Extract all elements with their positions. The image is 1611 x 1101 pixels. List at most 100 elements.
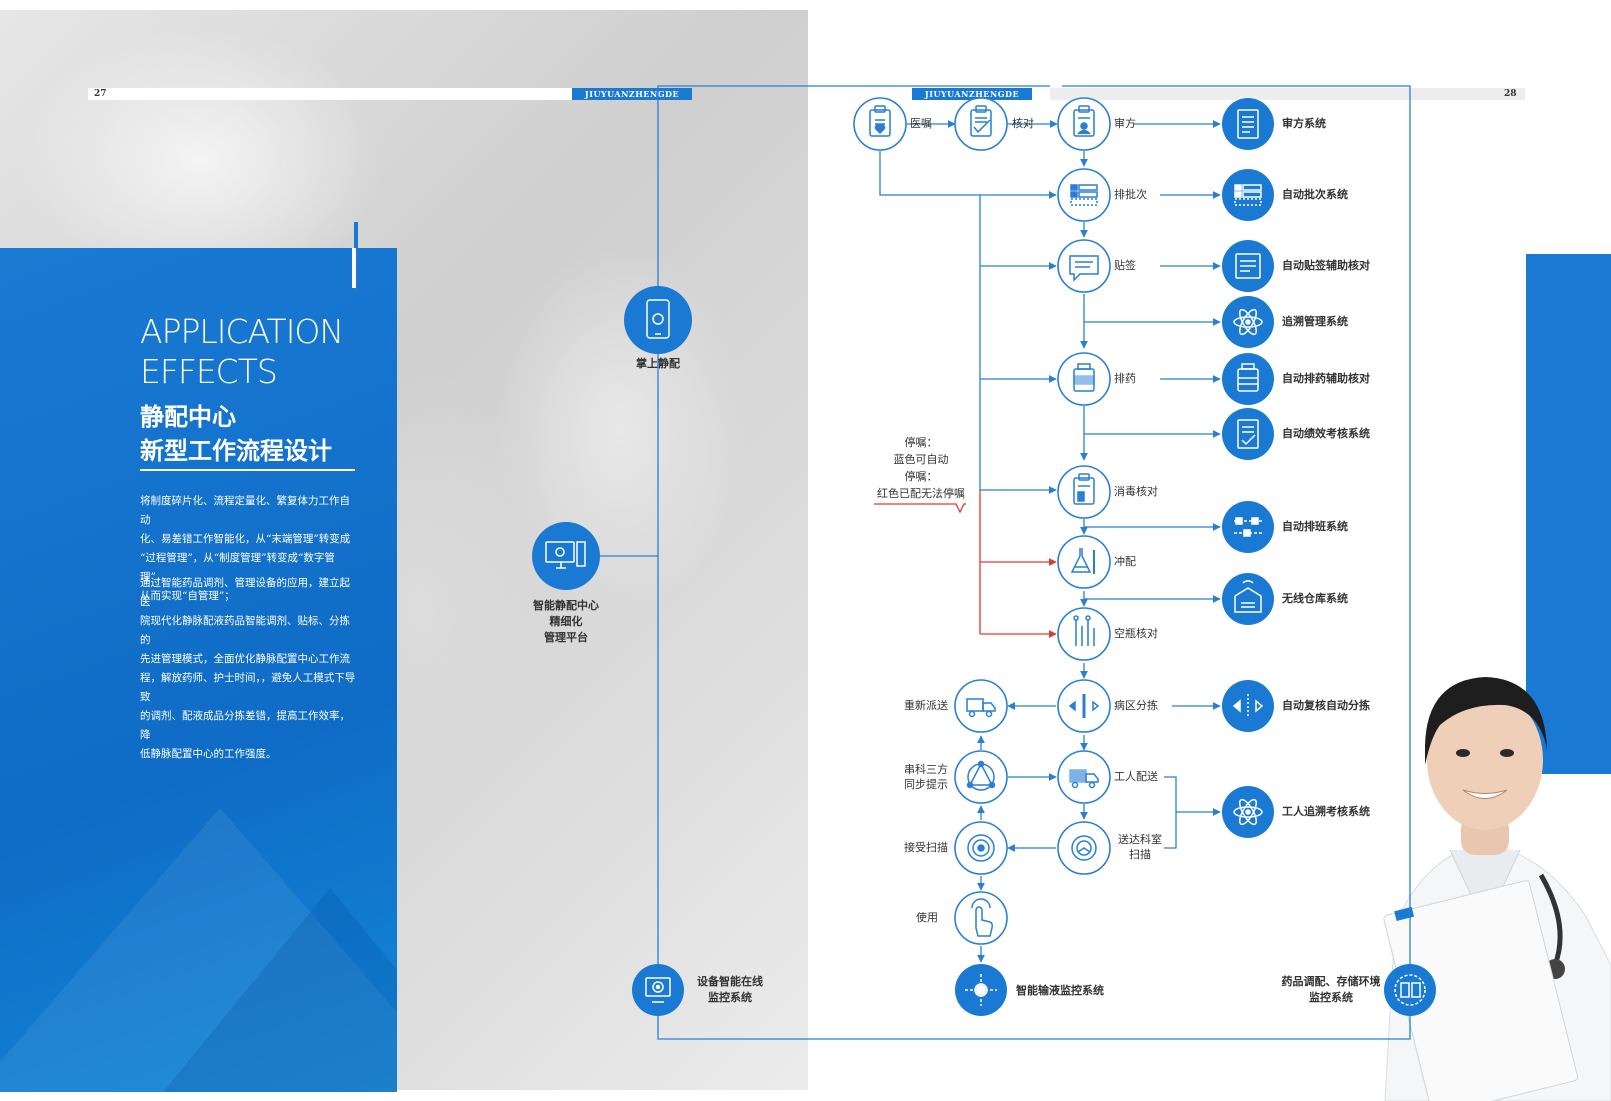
text-line: 先进管理模式，全面优化静脉配置中心工作流 (140, 653, 350, 665)
label-xiaodu: 消毒核对 (1114, 485, 1158, 498)
text-line: 设备智能在线 (697, 975, 763, 988)
decor-triangle (150, 888, 397, 1092)
node-tieqian (1057, 239, 1111, 293)
atom-icon (1233, 308, 1263, 336)
sys-node-paiban (1222, 501, 1274, 553)
text-line: 送达科室 (1118, 833, 1162, 846)
empty-vials-icon (1073, 615, 1095, 646)
clipboard-bottle-icon (1073, 473, 1095, 505)
label-chongpei: 冲配 (1114, 555, 1136, 568)
label-sys-rengong: 工人追溯考核系统 (1282, 805, 1370, 818)
header-tab-right: JIUYUANZHENGDE (912, 88, 1032, 100)
page-number-right: 28 (1504, 89, 1517, 99)
text-line: “过程管理”，从“制度管理”转变成“数字管理”， (140, 552, 335, 583)
node-shiyong (954, 891, 1008, 945)
header-tab-left: JIUYUANZHENGDE (572, 88, 692, 100)
label-mobile: 掌上静配 (636, 357, 680, 370)
monitor-node-environment (1384, 964, 1436, 1016)
redeliver-truck-icon (966, 698, 996, 718)
text-line: 院现代化静脉配液药品智能调剂、贴标、分拣的 (140, 615, 350, 646)
accent-bar-inner (352, 248, 356, 288)
label-chuanke: 串科三方 同步提示 (904, 762, 948, 792)
header-bar-left (88, 88, 588, 100)
label-jieshou: 接受扫描 (904, 841, 948, 854)
label-yizhu: 医嘱 (910, 117, 932, 130)
title-cn-line2: 新型工作流程设计 (140, 437, 332, 465)
text-line: 管理平台 (544, 631, 588, 644)
label-sys-cangku: 无线仓库系统 (1282, 592, 1348, 605)
text-line: 停嘱： (904, 436, 938, 449)
text-line: 通过智能药品调剂、管理设备的应用，建立起医 (140, 577, 350, 608)
text-line: 同步提示 (904, 778, 948, 791)
intro-paragraph-1: 将制度碎片化、流程定量化、繁复体力工作自动 化、易差错工作智能化，从“末端管理”… (140, 492, 358, 606)
document-list-icon (1237, 109, 1259, 139)
label-sys-tieqian: 自动贴签辅助核对 (1282, 259, 1370, 272)
label-rengong-peisong: 工人配送 (1114, 770, 1158, 783)
label-device-monitor: 设备智能在线 监控系统 (690, 974, 770, 1006)
intro-panel (0, 248, 397, 1092)
system-icons (545, 109, 1426, 1006)
text-line: 化、易差错工作智能化，从“末端管理”转变成 (140, 533, 351, 545)
label-sys-paiban: 自动排班系统 (1282, 520, 1348, 533)
environment-target-icon (1394, 974, 1426, 1006)
label-sys-fuhe: 自动复核自动分拣 (1282, 699, 1370, 712)
document-check-icon (1237, 419, 1259, 449)
label-shiyong: 使用 (916, 911, 938, 924)
accent-bar (354, 222, 358, 290)
text-line: 停嘱： (904, 470, 938, 483)
batch-list-icon (1234, 184, 1262, 206)
text-line: 程，解放药师、护士时间，，避免人工模式下导致 (140, 672, 356, 703)
header-bar-right (1050, 88, 1525, 100)
text-line: 智能静配中心 (533, 599, 599, 612)
text-line: 低静脉配置中心的工作强度。 (140, 748, 277, 760)
vial-arrows-icon (1068, 694, 1100, 718)
stop-order-note: 停嘱： 蓝色可自动 停嘱： 红色已配无法停嘱 (866, 434, 976, 502)
doctor-photo (1345, 665, 1611, 1101)
label-hedui: 核对 (1012, 117, 1034, 130)
triangle-sync-icon (966, 760, 996, 791)
node-kongping (1057, 607, 1111, 661)
step-nodes (853, 97, 1111, 945)
title-en: APPLICATION EFFECTS (140, 312, 344, 392)
touch-hand-icon (971, 898, 993, 937)
node-chuanke (954, 750, 1008, 804)
schedule-nodes-icon (1234, 517, 1262, 537)
label-infusion-monitor: 智能输液监控系统 (1016, 984, 1104, 997)
infusion-target-icon (965, 974, 997, 1006)
warehouse-wifi-icon (1234, 580, 1262, 613)
frame-line (657, 85, 1411, 1040)
scan-target-icon (1071, 835, 1097, 861)
label-paiyao: 排药 (1114, 372, 1136, 385)
monitor-icon (545, 541, 586, 569)
atom-icon (1233, 798, 1263, 826)
delivery-truck-icon (1069, 769, 1099, 789)
node-chongxin (954, 679, 1008, 733)
text-line: 蓝色可自动 (893, 453, 949, 466)
text-line: 扫描 (1129, 848, 1151, 861)
title-underline (140, 469, 355, 471)
smartphone-icon (646, 299, 670, 339)
label-songda: 送达科室 扫描 (1114, 832, 1166, 862)
system-nodes (532, 98, 1436, 1016)
label-sys-zhuisu: 追溯管理系统 (1282, 315, 1348, 328)
monitor-target-icon (645, 977, 671, 1003)
text-line: 串科三方 (904, 763, 948, 776)
text-line: 监控系统 (1309, 991, 1353, 1004)
title-en-line1: APPLICATION (140, 312, 344, 351)
medicine-bottle-icon (1237, 363, 1259, 392)
text-line: 从而实现“自管理”； (140, 590, 235, 602)
flask-syringe-icon (1070, 548, 1095, 574)
platform-node-mobile (624, 286, 692, 354)
connector-lines (598, 85, 1411, 1040)
right-accent-panel (1526, 254, 1611, 774)
text-line: 药品调配、存储环境 (1281, 975, 1381, 988)
title-cn-line1: 静配中心 (140, 403, 236, 431)
label-paipici: 排批次 (1114, 188, 1147, 201)
sys-node-jixiao (1222, 408, 1274, 460)
sys-node-paiyao (1222, 353, 1274, 405)
decor-triangle (0, 808, 397, 1092)
label-sys-pici: 自动批次系统 (1282, 188, 1348, 201)
label-sys-shenfang: 审方系统 (1282, 117, 1326, 130)
frame-line-top (657, 85, 1050, 100)
